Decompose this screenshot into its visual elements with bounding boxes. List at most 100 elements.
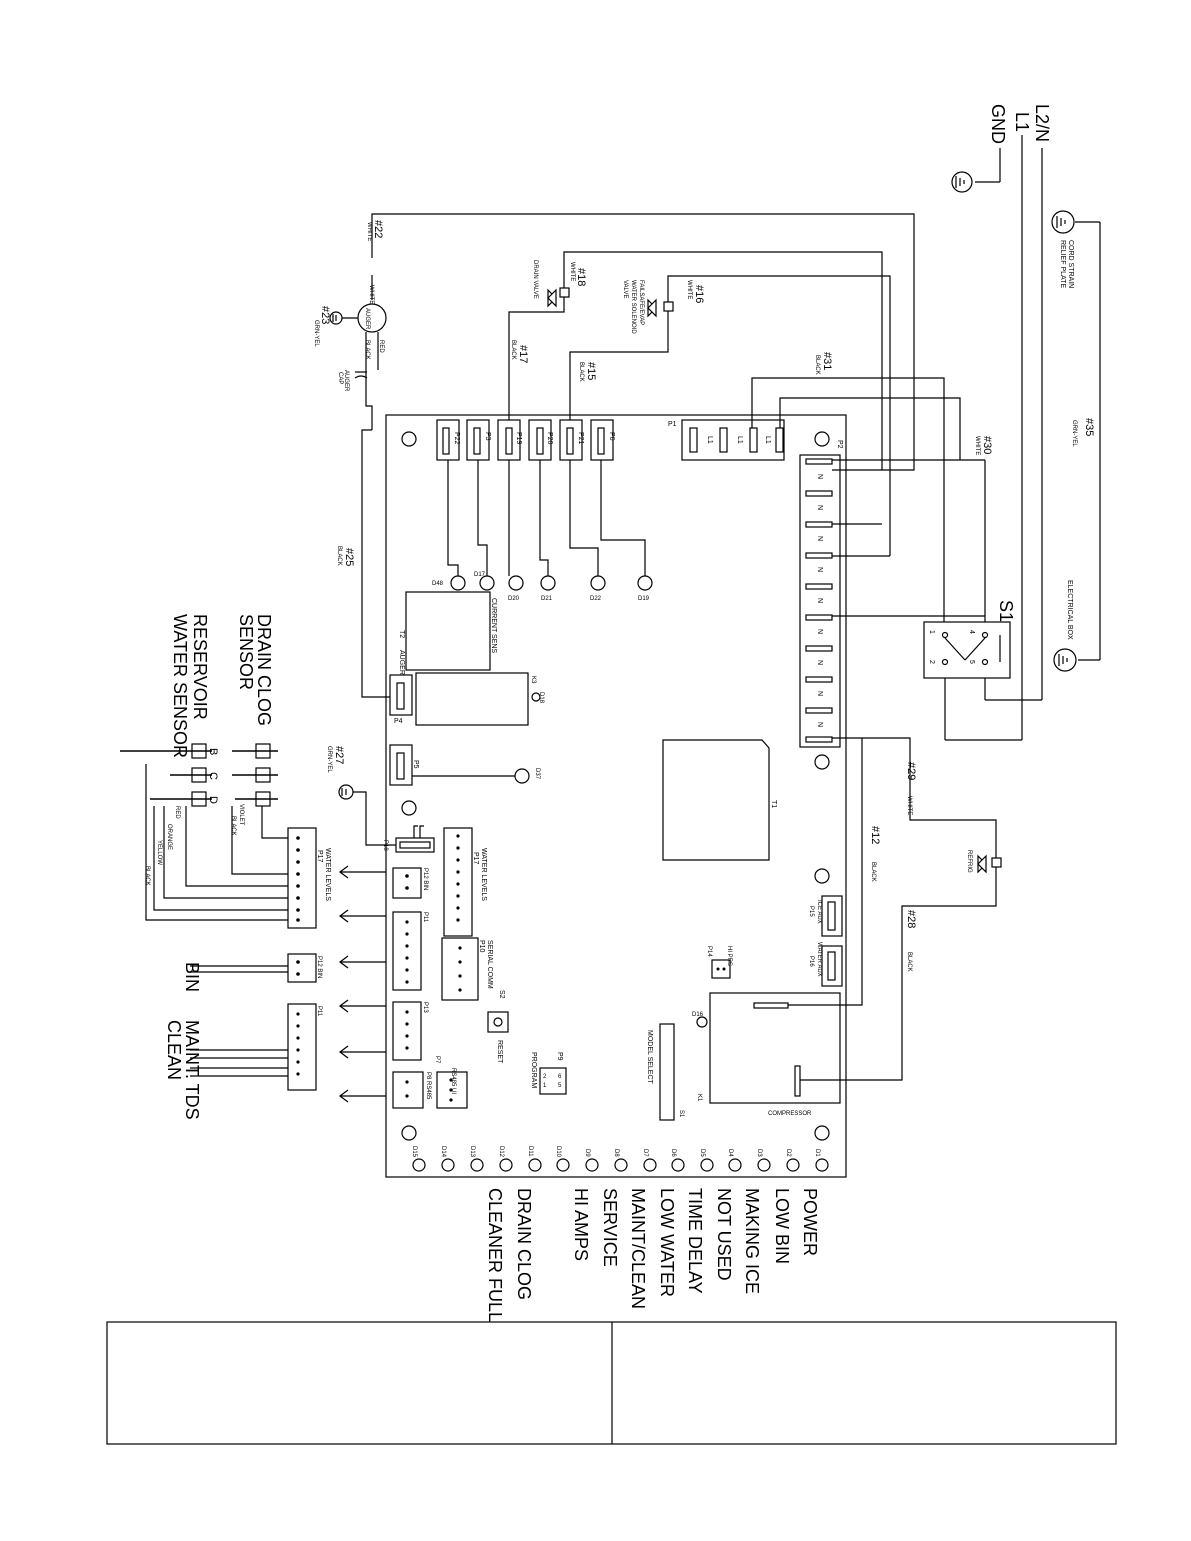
p2-pins (805, 458, 833, 743)
svg-text:P11: P11 (422, 912, 428, 923)
svg-text:N: N (816, 598, 823, 603)
svg-text:WATER SOLENOID: WATER SOLENOID (630, 280, 636, 334)
svg-text:AUGER: AUGER (343, 370, 349, 392)
svg-text:VALVE: VALVE (622, 280, 628, 298)
svg-text:RED: RED (378, 340, 384, 353)
svg-text:#28: #28 (905, 910, 917, 928)
svg-text:PROGRAM: PROGRAM (530, 1052, 537, 1088)
svg-text:#35: #35 (1083, 418, 1095, 436)
svg-text:#25: #25 (343, 548, 355, 566)
svg-text:CLEANER FULL: CLEANER FULL (485, 1188, 505, 1322)
svg-text:D21: D21 (541, 596, 553, 602)
svg-text:#22: #22 (372, 220, 384, 238)
gnd-label: GND (988, 104, 1008, 144)
svg-text:1: 1 (928, 630, 935, 634)
svg-text:K1: K1 (696, 1094, 702, 1102)
svg-text:LOW BIN: LOW BIN (772, 1188, 792, 1264)
svg-text:BIN: BIN (182, 962, 202, 992)
svg-text:P7: P7 (434, 1056, 440, 1064)
wire-31: #31 BLACK (751, 352, 961, 622)
svg-text:D5: D5 (699, 1149, 705, 1157)
svg-text:BLACK: BLACK (870, 862, 876, 882)
ground-icon (329, 311, 343, 325)
led-labels: POWER LOW BIN MAKING ICE NOT USED TIME D… (485, 1188, 820, 1322)
svg-text:5: 5 (558, 1083, 562, 1089)
svg-text:RED: RED (174, 806, 180, 819)
svg-text:P9: P9 (556, 1052, 563, 1061)
svg-text:WHITE: WHITE (569, 262, 575, 281)
svg-text:P17: P17 (316, 850, 323, 863)
svg-text:P18: P18 (382, 840, 388, 851)
svg-text:D14: D14 (440, 1146, 446, 1158)
svg-text:RELIEF PLATE: RELIEF PLATE (1059, 240, 1066, 288)
svg-text:P14: P14 (706, 946, 712, 957)
svg-text:MAINT/CLEAN: MAINT/CLEAN (628, 1188, 648, 1309)
svg-text:#12: #12 (869, 826, 881, 844)
svg-text:D7: D7 (642, 1149, 648, 1157)
svg-text:D3: D3 (756, 1149, 762, 1157)
svg-text:S1: S1 (678, 1110, 684, 1118)
svg-text:SERVICE: SERVICE (600, 1188, 620, 1267)
svg-text:6: 6 (558, 1074, 562, 1080)
svg-text:P21: P21 (577, 432, 584, 445)
svg-text:MODEL SELECT: MODEL SELECT (646, 1030, 653, 1085)
svg-text:P8 RS485: P8 RS485 (425, 1072, 431, 1100)
auger-motor: AUGER WHITE BLACK RED #23 GRN-YEL AUGER … (313, 285, 387, 430)
svg-text:VIOLET: VIOLET (238, 804, 244, 826)
svg-text:N: N (816, 474, 823, 479)
svg-text:1: 1 (543, 1083, 547, 1089)
svg-text:CAP: CAP (337, 372, 343, 384)
svg-text:T1: T1 (770, 800, 777, 808)
svg-text:LOW WATER: LOW WATER (657, 1188, 677, 1297)
wire-30: #30 WHITE (832, 436, 993, 617)
svg-text:WATER SENSOR: WATER SENSOR (170, 614, 190, 758)
svg-text:NOT USED: NOT USED (714, 1188, 734, 1281)
svg-text:WATER AUX: WATER AUX (816, 942, 822, 977)
led-row (412, 1158, 829, 1172)
svg-text:REFRIG: REFRIG (966, 850, 972, 873)
svg-text:DRAIN CLOG: DRAIN CLOG (254, 614, 274, 726)
svg-text:N: N (816, 536, 823, 541)
svg-text:P12 BIN: P12 BIN (422, 868, 428, 890)
svg-text:D19: D19 (638, 596, 650, 602)
svg-text:GRN-YEL: GRN-YEL (1071, 420, 1077, 447)
svg-text:B: B (207, 748, 219, 755)
svg-text:P10: P10 (478, 940, 485, 953)
svg-text:P19: P19 (515, 432, 522, 445)
svg-text:D22: D22 (590, 596, 602, 602)
svg-text:N: N (816, 629, 823, 634)
connection-arrows (339, 865, 386, 1103)
svg-text:BLACK: BLACK (578, 362, 584, 382)
svg-text:POWER: POWER (800, 1188, 820, 1256)
svg-text:D37: D37 (534, 768, 540, 780)
drain-clog-sensor: DRAIN CLOG SENSOR RESERVOIR WATER SENSOR… (120, 614, 288, 921)
svg-text:L1: L1 (706, 436, 713, 444)
svg-text:RESERVOIR: RESERVOIR (190, 614, 210, 720)
svg-text:P1: P1 (668, 421, 677, 428)
external-p11: P11 MAINT. TDS CLEAN (164, 1003, 322, 1120)
svg-text:T2: T2 (398, 630, 405, 638)
svg-text:D12: D12 (498, 1146, 504, 1158)
svg-text:N: N (816, 722, 823, 727)
svg-text:D: D (207, 796, 219, 804)
svg-text:#16: #16 (693, 285, 705, 303)
svg-text:WHITE: WHITE (368, 285, 374, 304)
wire-22: #22 WHITE (366, 213, 915, 471)
svg-text:BLACK: BLACK (510, 340, 516, 360)
svg-text:GRN-YEL: GRN-YEL (326, 746, 332, 773)
svg-text:K3: K3 (530, 676, 536, 684)
svg-text:BLACK: BLACK (364, 340, 370, 360)
external-p17: P17 WATER LEVELS (287, 827, 331, 929)
svg-text:CORD STRAIN: CORD STRAIN (1067, 240, 1074, 288)
svg-text:D8: D8 (613, 1149, 619, 1157)
svg-text:P20: P20 (546, 432, 553, 445)
svg-text:DRAIN CLOG: DRAIN CLOG (514, 1188, 534, 1300)
ground-icon (951, 171, 973, 193)
svg-text:#31: #31 (821, 352, 833, 370)
svg-text:2: 2 (543, 1074, 547, 1080)
wire-12: #12 BLACK (788, 738, 881, 1006)
svg-text:D1: D1 (814, 1149, 820, 1157)
svg-text:P16: P16 (808, 956, 814, 967)
svg-text:COMPRESSOR: COMPRESSOR (768, 1111, 812, 1117)
failsafe-valve: FAILSAFE/EVAP WATER SOLENOID VALVE #16 W… (569, 275, 891, 556)
